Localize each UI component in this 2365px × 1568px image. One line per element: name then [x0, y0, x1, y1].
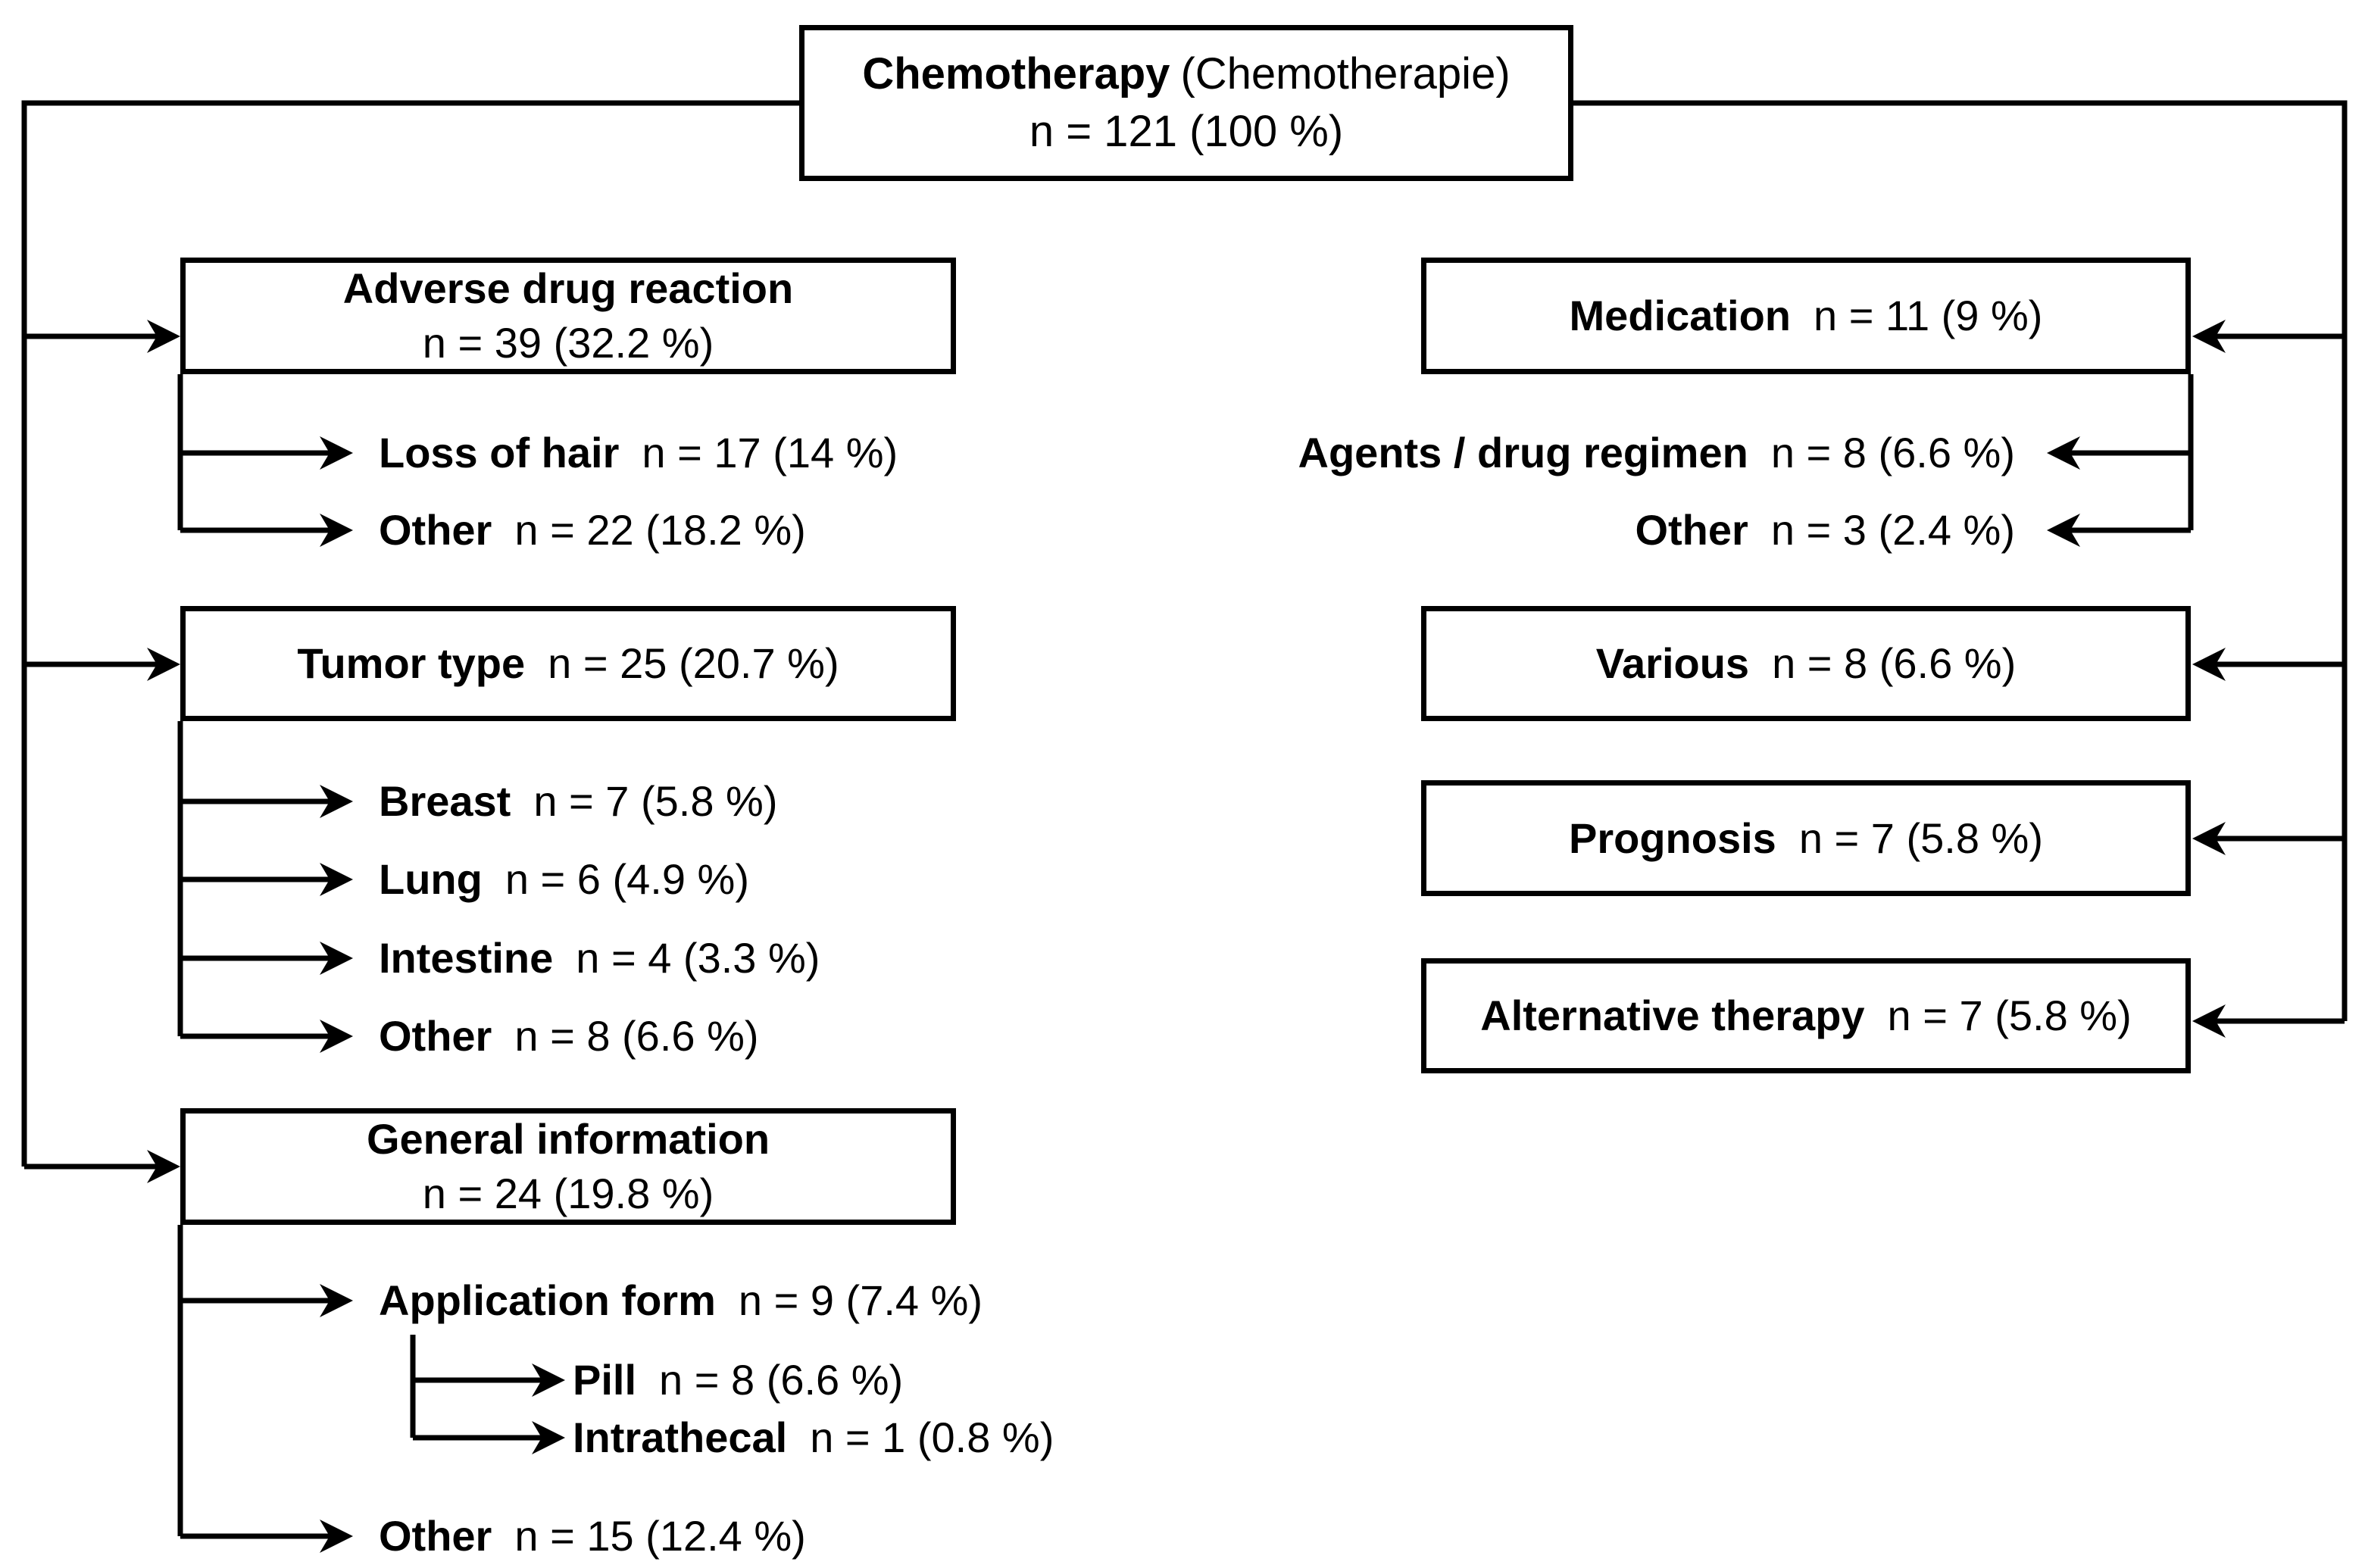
adverse-value: n = 39 (32.2 %) [422, 319, 714, 367]
arrow-adverse-drug-reaction [24, 320, 180, 353]
arrow-tumor-type [24, 648, 180, 681]
box-adverse-drug-reaction: Adverse drug reaction n = 39 (32.2 %) [180, 258, 956, 374]
chemotherapy-title: Chemotherapy(Chemotherapie) [862, 49, 1511, 98]
arrow-general-information [24, 1150, 180, 1183]
general-value: n = 24 (19.8 %) [422, 1170, 714, 1217]
arrow-agents-drug-regimen [2047, 436, 2191, 470]
arrow-adverse-other [180, 514, 353, 547]
arrow-pill [413, 1363, 565, 1397]
arrow-intrathecal [413, 1421, 565, 1454]
arrow-alternative-therapy [2192, 1004, 2345, 1038]
arrow-medication-other [2047, 514, 2191, 547]
arrow-prognosis [2192, 822, 2345, 855]
arrow-tumor-other [180, 1020, 353, 1053]
arrow-medication [2192, 320, 2345, 353]
arrow-loss-of-hair [180, 436, 353, 470]
arrow-application-form [180, 1284, 353, 1317]
box-chemotherapy: Chemotherapy(Chemotherapie) n = 121 (100… [799, 25, 1573, 181]
general-label: General information [366, 1115, 770, 1163]
arrow-intestine [180, 942, 353, 975]
arrow-general-other [180, 1520, 353, 1553]
adverse-label: Adverse drug reaction [342, 264, 794, 312]
left-trunk-line [21, 100, 799, 1167]
arrow-breast [180, 785, 353, 818]
chemotherapy-value: n = 121 (100 %) [1029, 107, 1344, 156]
right-trunk-line [1573, 100, 2348, 1021]
arrow-lung [180, 863, 353, 896]
arrow-various [2192, 648, 2345, 681]
box-general-information: General information n = 24 (19.8 %) [180, 1108, 956, 1225]
